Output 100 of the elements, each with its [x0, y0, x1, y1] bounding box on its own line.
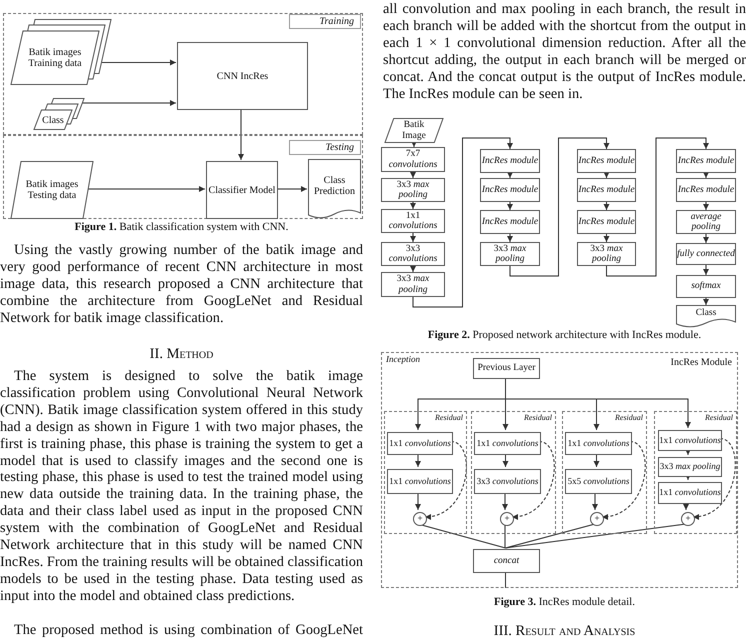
process-box: IncRes module	[577, 210, 636, 234]
process-box: 5x5 convolutions	[565, 469, 632, 494]
residual-group-frame	[384, 411, 467, 534]
arrow	[703, 202, 709, 210]
phase-region	[3, 13, 363, 135]
figure-caption: Figure 1. Batik classification system with CNN.	[74, 221, 290, 234]
group-label: IncRes Module	[670, 357, 732, 368]
process-box: 1x1 convolutions	[658, 430, 722, 451]
shortcut-arrow	[512, 441, 555, 520]
process-box: 1x1 convolutions	[474, 432, 541, 455]
arrow	[410, 232, 416, 242]
process-box: 7x7 convolutions	[381, 147, 445, 172]
arrow	[703, 172, 709, 178]
arrow	[685, 448, 691, 456]
process-box: 3x3 max pooling	[658, 457, 722, 477]
process-box: IncRes module	[577, 149, 636, 173]
arrow	[415, 452, 421, 468]
arrow	[410, 202, 416, 210]
arrow	[507, 172, 513, 178]
connector-line	[505, 572, 506, 588]
sum-circle: +	[681, 512, 695, 526]
shortcut-arrow	[692, 438, 736, 520]
arrow	[412, 138, 513, 308]
shortcut-arrow	[602, 441, 646, 520]
process-box: Previous Layer	[473, 358, 540, 379]
arrow	[238, 108, 244, 160]
arrow	[505, 378, 691, 428]
arrow	[410, 266, 416, 272]
process-box: IncRes module	[480, 149, 540, 173]
residual-group-frame	[471, 411, 556, 534]
process-box: 1x1 convolutions	[381, 209, 445, 233]
process-box: IncRes module	[676, 149, 736, 173]
phase-region	[3, 135, 363, 219]
phase-label: Training	[289, 14, 361, 29]
process-box: 3x3 max pooling	[577, 242, 636, 266]
body-paragraph: The proposed method is using combination of GoogLeNet	[13, 622, 363, 639]
arrow	[510, 138, 610, 276]
arrow	[102, 60, 176, 66]
process-box: softmax	[676, 275, 736, 298]
arrow	[604, 202, 610, 210]
process-box: fully connected	[676, 243, 736, 265]
connector-line	[504, 524, 506, 548]
arrow	[606, 138, 709, 276]
phase-label: Testing	[289, 140, 361, 155]
sum-circle: +	[413, 512, 427, 526]
arrow	[703, 264, 709, 276]
arrow	[592, 492, 598, 510]
arrow	[502, 452, 508, 468]
process-box: CNN IncRes	[177, 42, 308, 110]
data-parallelogram: Batik images Testing data	[11, 161, 93, 219]
arrow	[703, 298, 709, 306]
residual-group-frame	[562, 411, 647, 534]
arrow	[685, 474, 691, 480]
data-parallelogram: Batik Image	[385, 118, 443, 143]
group-label: Residual	[524, 414, 552, 423]
body-paragraph: The system is designed to solve the batik image classification problem using Convolutional Neural Network (CNN). Batik image classification system offered in this study had a design as shown in Figure 1 with two major phases, the first is training phase, this phase is training the system to get a model that is used to classify images and the second one is testing phase, this phase is used to test the trained model using new data outside the training data. In the training phase, the data and their class label used as input in the proposed CNN system with the combination of GoogLeNet and Residual Network architecture that in this study will be named CNN IncRes. From the training results will be obtained classification models to be used in the testing phase. Data testing used as input into the model and obtained class predictions.	[0, 368, 363, 605]
group-label: Residual	[435, 414, 463, 423]
document-shape: Class	[676, 305, 736, 328]
process-box: 3x3 convolutions	[474, 469, 541, 494]
group-label: Residual	[615, 414, 643, 423]
section-heading: III. Result and Analysis	[492, 623, 636, 640]
sum-circle: +	[590, 512, 604, 526]
document-shape: Class Prediction	[308, 159, 361, 219]
arrow	[507, 202, 513, 210]
arrow	[604, 234, 610, 242]
process-box: 1x1 convolutions	[387, 432, 453, 455]
residual-group-frame	[654, 411, 737, 534]
connector-line	[505, 524, 686, 548]
arrow	[86, 186, 206, 192]
process-box: 3x3 max pooling	[381, 272, 445, 297]
section-heading: II. Method	[148, 346, 214, 363]
process-box: IncRes module	[577, 178, 636, 202]
process-box: IncRes module	[676, 178, 736, 202]
sum-circle: +	[500, 512, 514, 526]
body-paragraph: all convolution and max pooling in each branch, the result in each branch will be added with the shortcut from the output in each 1 × 1 convolutional dimension reduction. After all the shortcut adding, the output in each branch will be merged or concat. And the concat output is the output of IncRes module. The IncRes module can be seen in.	[383, 1, 746, 102]
module-frame	[381, 352, 738, 588]
arrow	[415, 492, 421, 510]
process-box: 1x1 convolutions	[565, 432, 632, 455]
arrow	[410, 172, 416, 178]
arrow	[703, 234, 709, 244]
process-box: 1x1 convolutions	[387, 469, 453, 494]
process-box: 3x3 convolutions	[381, 242, 445, 266]
process-box: Classifier Model	[206, 161, 278, 219]
group-label: Residual	[705, 414, 733, 423]
process-box: IncRes module	[480, 210, 540, 234]
shortcut-arrow	[424, 441, 467, 520]
arrow	[507, 234, 513, 242]
process-box: 1x1 convolutions	[658, 482, 722, 504]
arrow	[604, 172, 610, 178]
arrow	[276, 186, 308, 192]
process-box: 3x3 max pooling	[381, 178, 445, 202]
process-box: 3x3 max pooling	[480, 242, 540, 266]
arrow	[683, 502, 689, 510]
arrow	[502, 492, 508, 510]
connector-line	[505, 524, 596, 548]
figure-caption: Figure 2. Proposed network architecture with IncRes module.	[426, 329, 702, 342]
arrow	[411, 141, 417, 148]
figure-caption: Figure 3. IncRes module detail.	[493, 596, 636, 609]
group-label: Inception	[386, 355, 420, 365]
process-box: concat	[473, 549, 540, 573]
